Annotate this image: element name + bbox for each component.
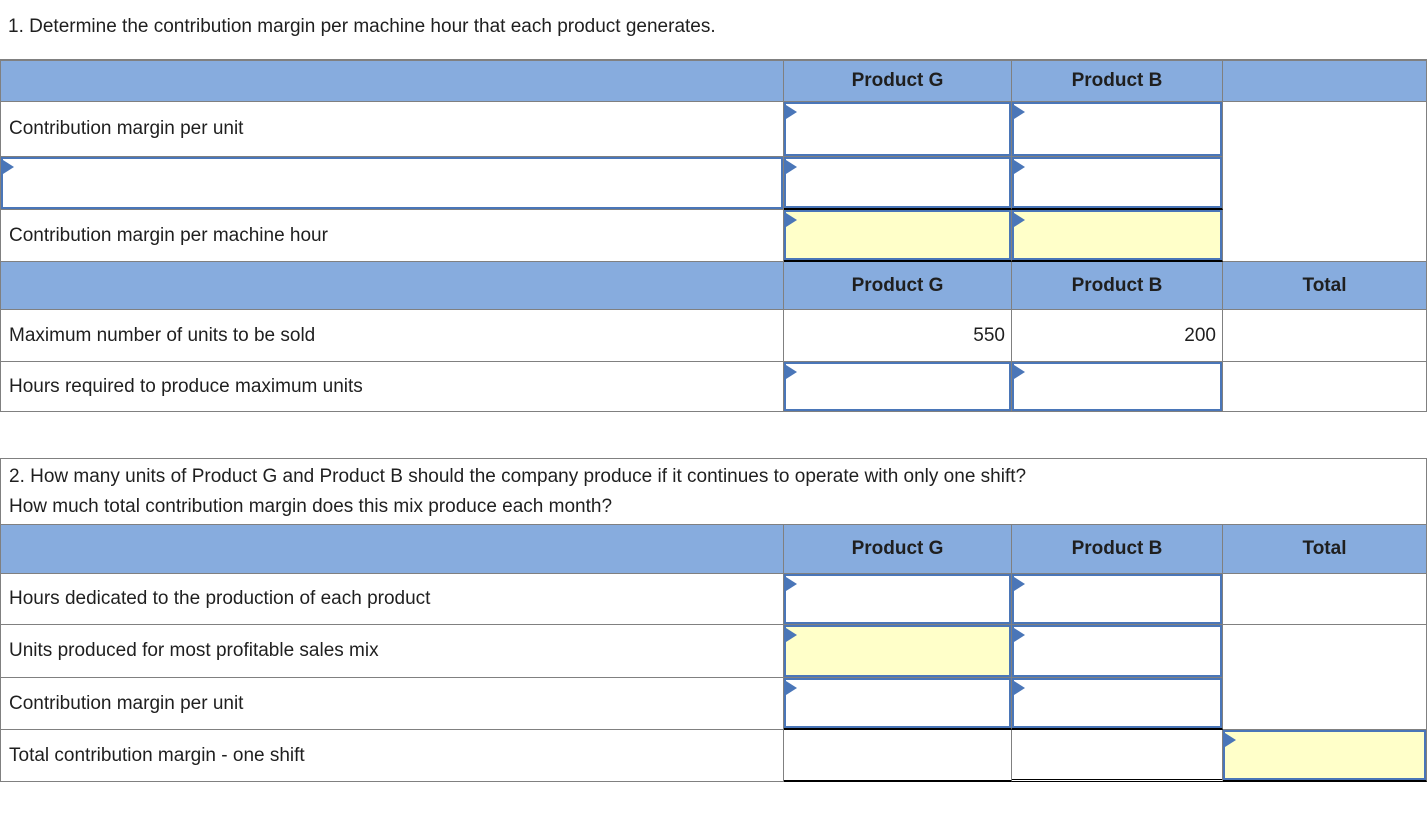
q1-blank-row-label-input[interactable] bbox=[0, 157, 784, 210]
spacer-row bbox=[0, 412, 1427, 458]
cell-marker-icon bbox=[1014, 213, 1025, 227]
q1-table1-header-right-blank bbox=[1223, 59, 1427, 102]
q1-max-units-total-cell bbox=[1223, 310, 1427, 362]
q2-hours-dedicated-total-cell bbox=[1223, 574, 1427, 625]
q2-table-header-product-b: Product B bbox=[1012, 525, 1223, 574]
q1-cm-per-unit-product-g-input[interactable] bbox=[784, 102, 1012, 157]
cell-marker-icon bbox=[1014, 628, 1025, 642]
cell-marker-icon bbox=[1014, 577, 1025, 591]
q2-units-produced-product-g-input[interactable] bbox=[784, 625, 1012, 678]
cell-marker-icon bbox=[1014, 105, 1025, 119]
q2-cm-per-unit-product-b-input[interactable] bbox=[1012, 678, 1223, 730]
worksheet-grid: Product G Product B Contribution margin … bbox=[0, 59, 1427, 782]
q1-cm-per-unit-label: Contribution margin per unit bbox=[0, 102, 784, 157]
q1-max-units-label: Maximum number of units to be sold bbox=[0, 310, 784, 362]
q1-hours-required-product-b-input[interactable] bbox=[1012, 362, 1223, 412]
q1-cm-per-unit-product-b-input[interactable] bbox=[1012, 102, 1223, 157]
cell-marker-icon bbox=[1014, 681, 1025, 695]
q2-total-cm-label: Total contribution margin - one shift bbox=[0, 730, 784, 782]
q2-hours-dedicated-product-b-input[interactable] bbox=[1012, 574, 1223, 625]
q2-table-header-product-g: Product G bbox=[784, 525, 1012, 574]
q1-hours-required-product-g-input[interactable] bbox=[784, 362, 1012, 412]
q2-table-header-blank bbox=[0, 525, 784, 574]
q2-table-right-merged-cell bbox=[1223, 625, 1427, 730]
q1-table2-header-blank bbox=[0, 262, 784, 310]
q1-table1-right-merged-cell bbox=[1223, 102, 1427, 262]
q1-table2-header-total: Total bbox=[1223, 262, 1427, 310]
question-2-line1: 2. How many units of Product G and Produ… bbox=[9, 466, 1027, 487]
question-2-line2: How much total contribution margin does … bbox=[9, 496, 613, 517]
cell-marker-icon bbox=[1014, 365, 1025, 379]
q2-cm-per-unit-product-g-input[interactable] bbox=[784, 678, 1012, 730]
cell-marker-icon bbox=[3, 160, 14, 174]
q1-table2-header-product-g: Product G bbox=[784, 262, 1012, 310]
q2-total-cm-product-g-cell bbox=[784, 730, 1012, 782]
cell-marker-icon bbox=[1014, 160, 1025, 174]
q1-table1-header-blank bbox=[0, 59, 784, 102]
cell-marker-icon bbox=[786, 213, 797, 227]
q2-total-cm-product-b-cell bbox=[1012, 730, 1223, 782]
q1-table1-header-product-g: Product G bbox=[784, 59, 1012, 102]
q2-hours-dedicated-label: Hours dedicated to the production of eac… bbox=[0, 574, 784, 625]
q1-cm-per-machine-hour-product-b-input[interactable] bbox=[1012, 210, 1223, 262]
q1-table1-header-product-b: Product B bbox=[1012, 59, 1223, 102]
cell-marker-icon bbox=[786, 365, 797, 379]
q1-cm-per-machine-hour-product-g-input[interactable] bbox=[784, 210, 1012, 262]
cell-marker-icon bbox=[786, 628, 797, 642]
q1-max-units-product-b-value: 200 bbox=[1012, 310, 1223, 362]
q1-max-units-product-g-value: 550 bbox=[784, 310, 1012, 362]
q1-blank-row-product-b-input[interactable] bbox=[1012, 157, 1223, 210]
q1-hours-required-label: Hours required to produce maximum units bbox=[0, 362, 784, 412]
q2-units-produced-product-b-input[interactable] bbox=[1012, 625, 1223, 678]
q1-cm-per-machine-hour-label: Contribution margin per machine hour bbox=[0, 210, 784, 262]
q2-hours-dedicated-product-g-input[interactable] bbox=[784, 574, 1012, 625]
cell-marker-icon bbox=[1225, 733, 1236, 747]
question-1-title: 1. Determine the contribution margin per… bbox=[8, 16, 716, 37]
q2-cm-per-unit-label: Contribution margin per unit bbox=[0, 678, 784, 730]
cell-marker-icon bbox=[786, 681, 797, 695]
cell-marker-icon bbox=[786, 105, 797, 119]
q1-table2-header-product-b: Product B bbox=[1012, 262, 1223, 310]
q2-total-cm-total-input[interactable] bbox=[1223, 730, 1427, 782]
q1-blank-row-product-g-input[interactable] bbox=[784, 157, 1012, 210]
cell-marker-icon bbox=[786, 577, 797, 591]
question-2-text: 2. How many units of Product G and Produ… bbox=[0, 458, 1427, 525]
q2-units-produced-label: Units produced for most profitable sales… bbox=[0, 625, 784, 678]
cell-marker-icon bbox=[786, 160, 797, 174]
q2-table-header-total: Total bbox=[1223, 525, 1427, 574]
q1-hours-required-total-cell bbox=[1223, 362, 1427, 412]
